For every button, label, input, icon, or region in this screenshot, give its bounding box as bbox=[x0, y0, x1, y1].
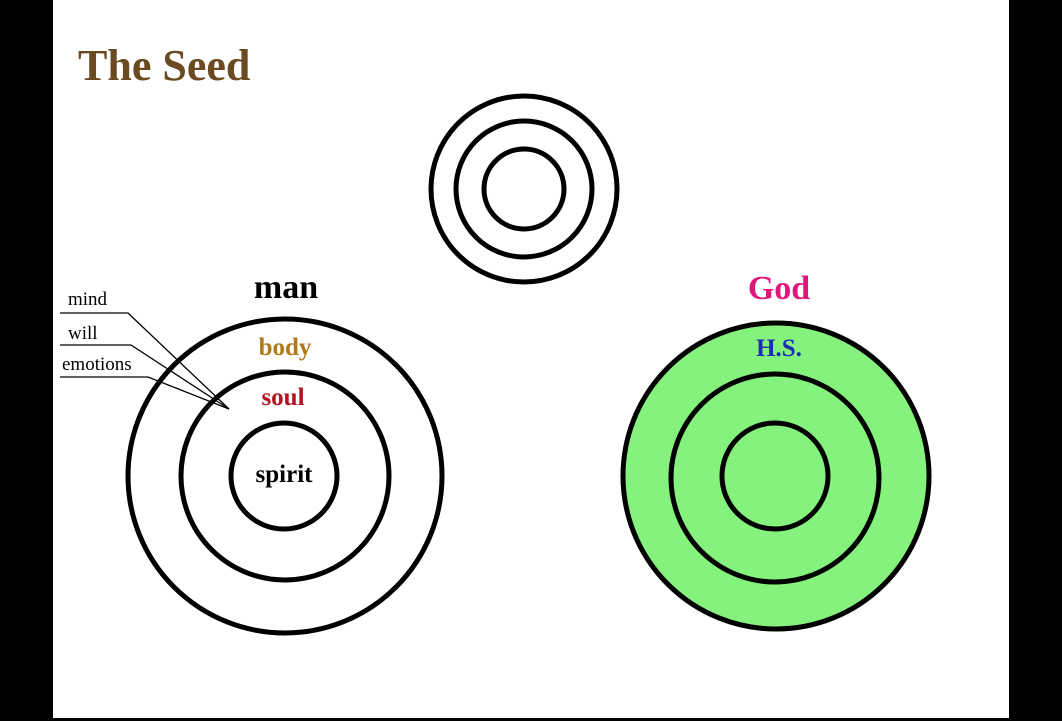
center-seed bbox=[428, 93, 620, 285]
man-soul-ring bbox=[178, 369, 392, 583]
soul-part-mind: mind bbox=[68, 289, 108, 310]
will-leader-line bbox=[60, 344, 230, 410]
mind-leader-line bbox=[60, 312, 230, 410]
god-inner-ring bbox=[719, 420, 831, 532]
body-label: body bbox=[259, 334, 312, 361]
man-label: man bbox=[254, 269, 318, 306]
center-outer-ring bbox=[428, 93, 620, 285]
center-inner-ring bbox=[481, 146, 567, 232]
god-diagram: God H.S. bbox=[620, 270, 932, 632]
man-diagram: man body soul spirit mind will emotions bbox=[60, 269, 445, 636]
emotions-leader-line bbox=[60, 376, 230, 410]
man-spirit-ring bbox=[228, 420, 340, 532]
soul-part-will: will bbox=[68, 323, 98, 344]
center-middle-ring bbox=[453, 118, 595, 260]
man-body-ring bbox=[125, 316, 445, 636]
soul-label: soul bbox=[261, 384, 304, 411]
seed-diagram: The Seed man body soul spirit mind will … bbox=[60, 41, 932, 636]
soul-part-emotions: emotions bbox=[62, 354, 132, 375]
spirit-label: spirit bbox=[256, 461, 314, 488]
page-title: The Seed bbox=[78, 41, 250, 90]
slide: The Seed man body soul spirit mind will … bbox=[53, 0, 1009, 718]
hs-label: H.S. bbox=[756, 335, 802, 362]
soul-parts-callout: mind will emotions bbox=[60, 289, 230, 410]
god-label: God bbox=[748, 270, 810, 307]
